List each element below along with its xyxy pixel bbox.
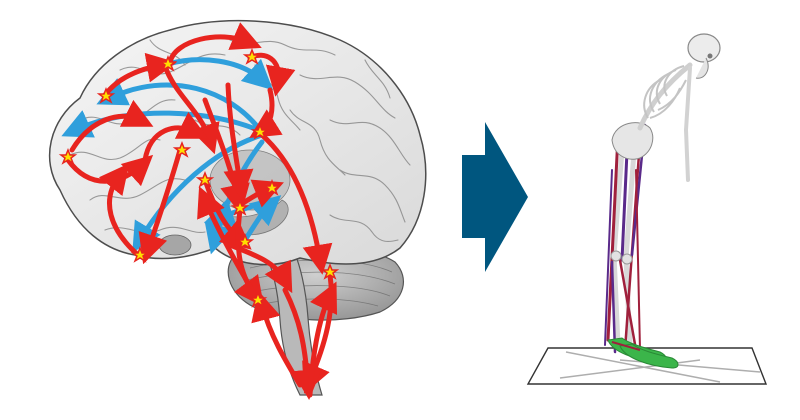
ribcage (643, 65, 687, 119)
yellow-star-node (96, 86, 116, 104)
red-pathway (102, 52, 177, 98)
arm-bones (684, 66, 692, 182)
yellow-star-node (248, 290, 268, 308)
red-pathway (259, 132, 333, 275)
yellow-star-node (320, 262, 340, 280)
red-pathway (69, 99, 154, 153)
spine (637, 62, 693, 131)
yellow-star-node (250, 122, 270, 140)
yellow-star-node (195, 170, 215, 188)
red-pathway (142, 111, 209, 163)
yellow-star-node (262, 178, 282, 196)
amygdala (158, 234, 192, 256)
yellow-star-node (230, 198, 250, 216)
red-pathway (223, 82, 254, 200)
red-pathways (65, 22, 338, 400)
red-pathway (249, 87, 283, 138)
blue-pathway (96, 78, 263, 133)
red-pathway (138, 147, 183, 265)
yellow-star-node (235, 232, 255, 250)
pelvis (611, 122, 654, 160)
yellow-star-node (172, 140, 192, 158)
blue-pathway (132, 132, 265, 253)
right-arrow-icon (462, 122, 528, 272)
skull (687, 33, 721, 79)
red-pathway (197, 186, 261, 303)
red-pathway (227, 242, 293, 294)
brain-nodes (58, 47, 340, 308)
yellow-star-node (130, 245, 150, 263)
red-pathway (307, 281, 338, 398)
skeleton-model (526, 33, 768, 385)
yellow-star-node (158, 54, 178, 72)
yellow-star-node (58, 147, 78, 165)
feet (607, 337, 679, 369)
yellow-star-node (242, 47, 262, 65)
blue-pathway (165, 57, 274, 91)
red-pathway (282, 287, 322, 400)
red-pathway (98, 163, 141, 258)
